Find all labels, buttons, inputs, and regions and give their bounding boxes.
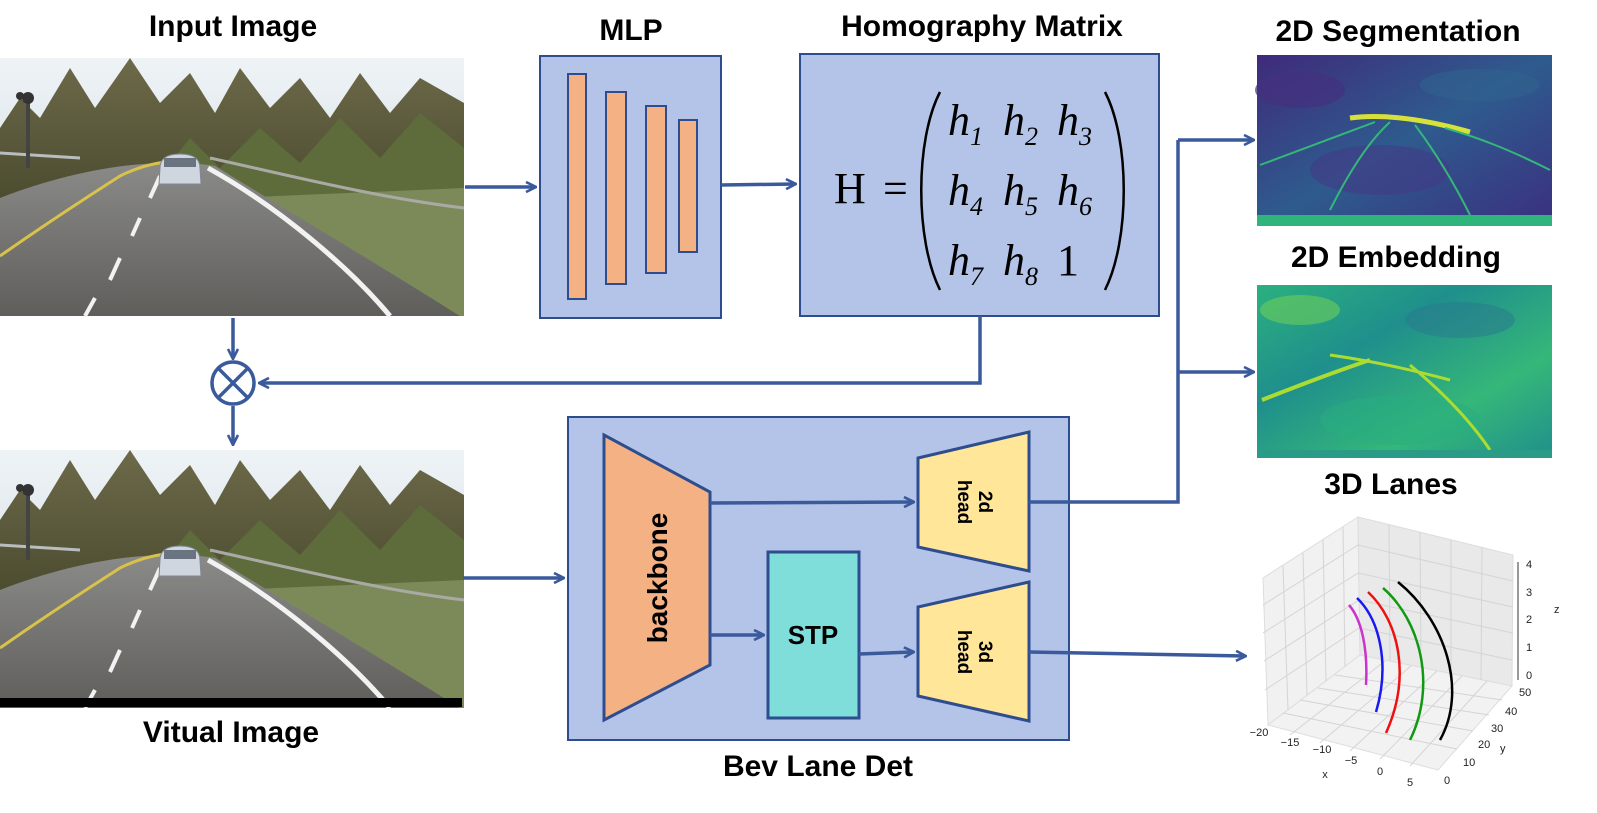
multiply-operator <box>210 360 256 406</box>
virtual-image <box>0 450 464 708</box>
x-tick-label: −10 <box>1313 744 1332 756</box>
mlp-label: MLP <box>599 14 663 47</box>
arrow-backbone-to-2dhead <box>709 502 913 503</box>
stp-label: STP <box>788 620 839 650</box>
arrows <box>233 140 1253 656</box>
x-tick-label: −20 <box>1250 727 1269 739</box>
arrow-stp-to-3dhead <box>858 652 913 654</box>
input-image <box>0 58 464 316</box>
x-tick-label: −15 <box>1281 737 1300 749</box>
y-tick-label: 10 <box>1463 757 1475 769</box>
head-3d-line1: 3d <box>974 641 995 663</box>
mlp-layer-3 <box>645 105 667 274</box>
mlp-layer-2 <box>605 91 627 285</box>
lane-green <box>1382 587 1425 741</box>
z-tick-label: 4 <box>1526 559 1532 571</box>
z-tick-label: 3 <box>1526 587 1532 599</box>
arrow-mlp-to-homography <box>720 184 795 185</box>
head-2d-line2: head <box>953 480 974 524</box>
lane-black <box>1397 581 1454 741</box>
y-tick-label: 0 <box>1444 775 1450 787</box>
head-2d-block <box>916 430 1031 573</box>
mlp-panel <box>539 55 722 319</box>
matrix-cell-r1c2: h2 <box>1003 96 1038 151</box>
bev-lane-det-panel: backbone STP 2d head 3d head <box>567 416 1070 741</box>
y-tick-label: 20 <box>1478 739 1490 751</box>
y-tick-label: 50 <box>1519 687 1531 699</box>
x-tick-label: 0 <box>1377 766 1383 778</box>
seg-2d-label: 2D Segmentation <box>1275 15 1521 48</box>
backbone-block <box>602 432 712 723</box>
homography-matrix-label: Homography Matrix <box>841 10 1123 43</box>
z-tick-label: 2 <box>1526 614 1532 626</box>
lane-blue <box>1356 597 1384 713</box>
mlp-layer-1 <box>567 73 587 300</box>
input-image-label: Input Image <box>148 10 318 43</box>
matrix-right-paren <box>1103 91 1125 291</box>
matrix-lhs: H <box>834 164 866 213</box>
backbone-label: backbone <box>642 513 673 644</box>
y-axis-label: y <box>1500 743 1506 755</box>
x-tick-label: −5 <box>1345 755 1358 767</box>
matrix-eq: = <box>883 164 908 213</box>
z-axis-label: z <box>1554 604 1560 616</box>
lane-red <box>1367 591 1401 734</box>
arrow-2dhead-to-branch <box>1029 140 1180 504</box>
bev-lane-det-label: Bev Lane Det <box>722 750 914 783</box>
lanes-3d-label: 3D Lanes <box>1324 468 1458 501</box>
seg-2d-heatmap <box>1255 55 1552 226</box>
z-tick-label: 0 <box>1526 670 1532 682</box>
emb-2d-heatmap <box>1257 285 1552 458</box>
arrow-homography-to-multiply <box>260 316 982 383</box>
matrix-left-paren <box>920 91 942 291</box>
y-tick-label: 40 <box>1505 706 1517 718</box>
x-tick-label: 5 <box>1407 777 1413 789</box>
matrix-cell-r3c3: 1 <box>1057 236 1079 285</box>
stp-block <box>766 550 861 720</box>
x-axis-label: x <box>1322 769 1328 781</box>
head-3d-block <box>916 580 1031 723</box>
z-tick-label: 1 <box>1526 642 1532 654</box>
arrow-3dhead-to-lanes <box>1028 652 1245 656</box>
mlp-layer-4 <box>678 119 698 253</box>
head-3d-line2: head <box>953 630 974 674</box>
head-2d-line1: 2d <box>974 491 995 513</box>
y-tick-label: 30 <box>1491 723 1503 735</box>
lane-magenta <box>1348 604 1368 686</box>
emb-2d-label: 2D Embedding <box>1290 241 1502 274</box>
virtual-image-label: Vitual Image <box>142 716 320 749</box>
